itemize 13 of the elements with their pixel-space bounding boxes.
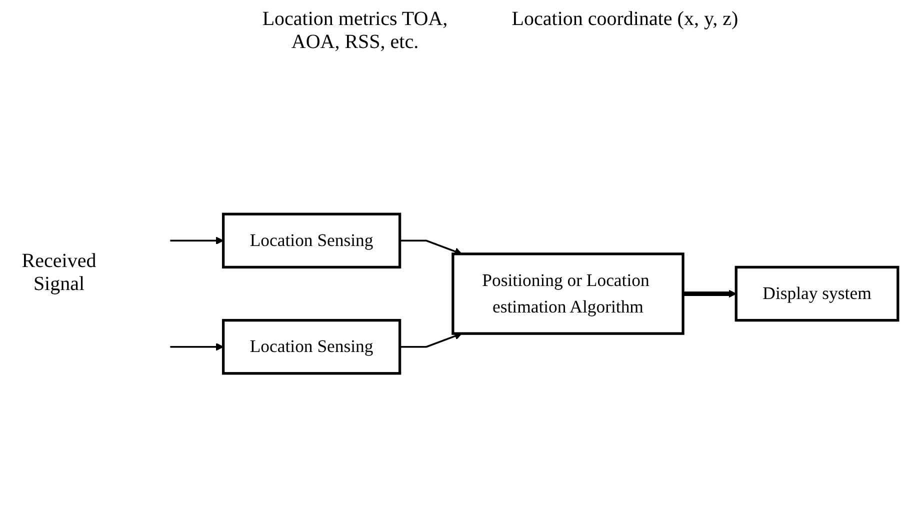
node-box xyxy=(222,319,402,375)
annotation-text: Location metrics TOA, AOA, RSS, etc. xyxy=(261,8,449,55)
annotation-text: Location coordinate (x, y, z) xyxy=(510,8,740,32)
arrow xyxy=(170,237,224,245)
node-box xyxy=(734,266,900,322)
node-box xyxy=(222,213,402,269)
input-label: Received Signal xyxy=(20,250,98,296)
arrow xyxy=(170,343,224,351)
flowchart-drawing: Location Sensing Location Sensing Positioning or Location estimation Algorithm Display system xyxy=(110,207,905,381)
arrow xyxy=(400,240,462,256)
arrow xyxy=(683,290,736,298)
node-box xyxy=(452,252,684,336)
arrow xyxy=(400,332,462,348)
